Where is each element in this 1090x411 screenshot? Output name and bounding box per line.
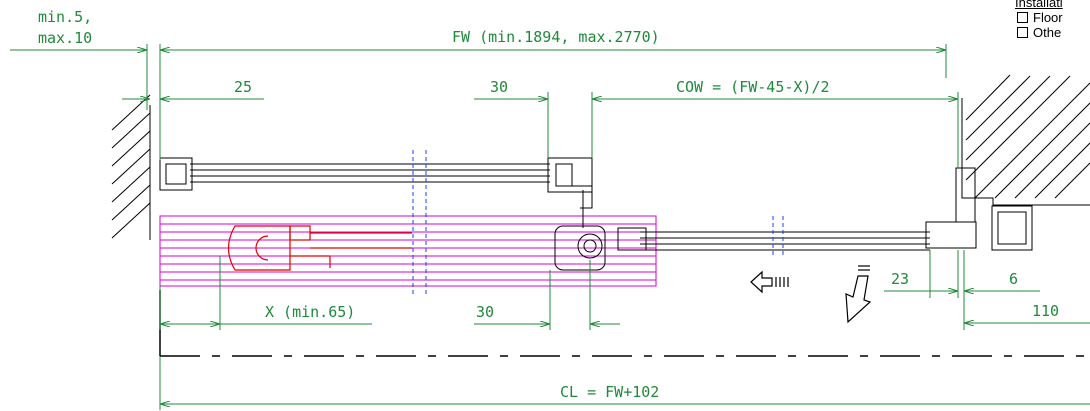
dim-label-25: 25 xyxy=(234,78,252,96)
dim-label-fw: FW (min.1894, max.2770) xyxy=(452,28,660,46)
swing-direction-icon xyxy=(845,265,872,324)
dim-label-23: 23 xyxy=(891,270,909,288)
dim-label-30-top: 30 xyxy=(490,78,508,96)
checkbox-other[interactable] xyxy=(1017,27,1028,38)
legend-option-other[interactable]: Othe xyxy=(1015,25,1063,40)
legend-option-other-label: Othe xyxy=(1033,25,1062,40)
dim-label-110: 110 xyxy=(1032,302,1059,320)
checkbox-floor[interactable] xyxy=(1017,12,1028,23)
dim-label-cow: COW = (FW-45-X)/2 xyxy=(676,78,830,96)
dim-label-max: max.10 xyxy=(38,29,92,47)
dim-label-cl: CL = FW+102 xyxy=(560,383,659,401)
dim-label-min: min.5, xyxy=(38,8,92,26)
sliding-panel xyxy=(554,167,1033,271)
carriage-highlight xyxy=(227,225,412,271)
fixed-panel xyxy=(159,157,593,228)
legend-title: Installati xyxy=(1015,0,1063,10)
dim-label-30-bottom: 30 xyxy=(476,303,494,321)
break-lines xyxy=(412,150,784,296)
dim-label-6: 6 xyxy=(1009,270,1018,288)
track-rail xyxy=(159,215,657,287)
installation-legend: Installati Floor Othe xyxy=(1015,0,1063,40)
left-wall xyxy=(111,94,151,240)
legend-option-floor-label: Floor xyxy=(1033,10,1063,25)
dim-label-x: X (min.65) xyxy=(265,303,355,321)
right-wall xyxy=(961,74,1090,206)
legend-option-floor[interactable]: Floor xyxy=(1015,10,1063,25)
center-line xyxy=(159,290,1090,357)
slide-direction-icon xyxy=(750,270,789,294)
